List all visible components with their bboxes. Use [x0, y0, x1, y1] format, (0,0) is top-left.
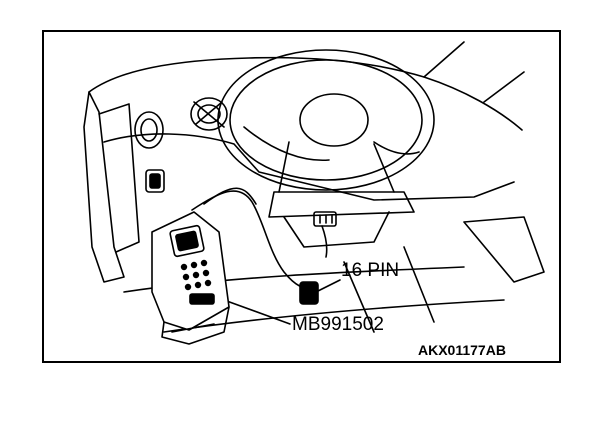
- center-air-vent: [190, 97, 228, 131]
- dashboard-illustration: [83, 41, 545, 345]
- tool-leader-line: [223, 299, 291, 325]
- steering-wheel-icon: [217, 49, 435, 218]
- tool-label: MB991502: [292, 314, 384, 335]
- figure-code: AKX01177AB: [418, 342, 506, 358]
- windshield-edge: [423, 41, 525, 103]
- dashboard-outline: [88, 56, 523, 131]
- left-side-panel: [83, 91, 125, 283]
- left-air-vent: [134, 111, 164, 149]
- figure-frame: 16 PIN MB991502 AKX01177AB: [42, 30, 561, 363]
- dashboard-lower-edge: [103, 133, 515, 201]
- dash-switch: [145, 169, 165, 193]
- steering-column: [283, 211, 390, 248]
- scan-tool-icon: [151, 211, 230, 345]
- pin-leader-line: [311, 279, 341, 295]
- connector-label: 16 PIN: [341, 260, 400, 281]
- tool-cable: [191, 190, 311, 289]
